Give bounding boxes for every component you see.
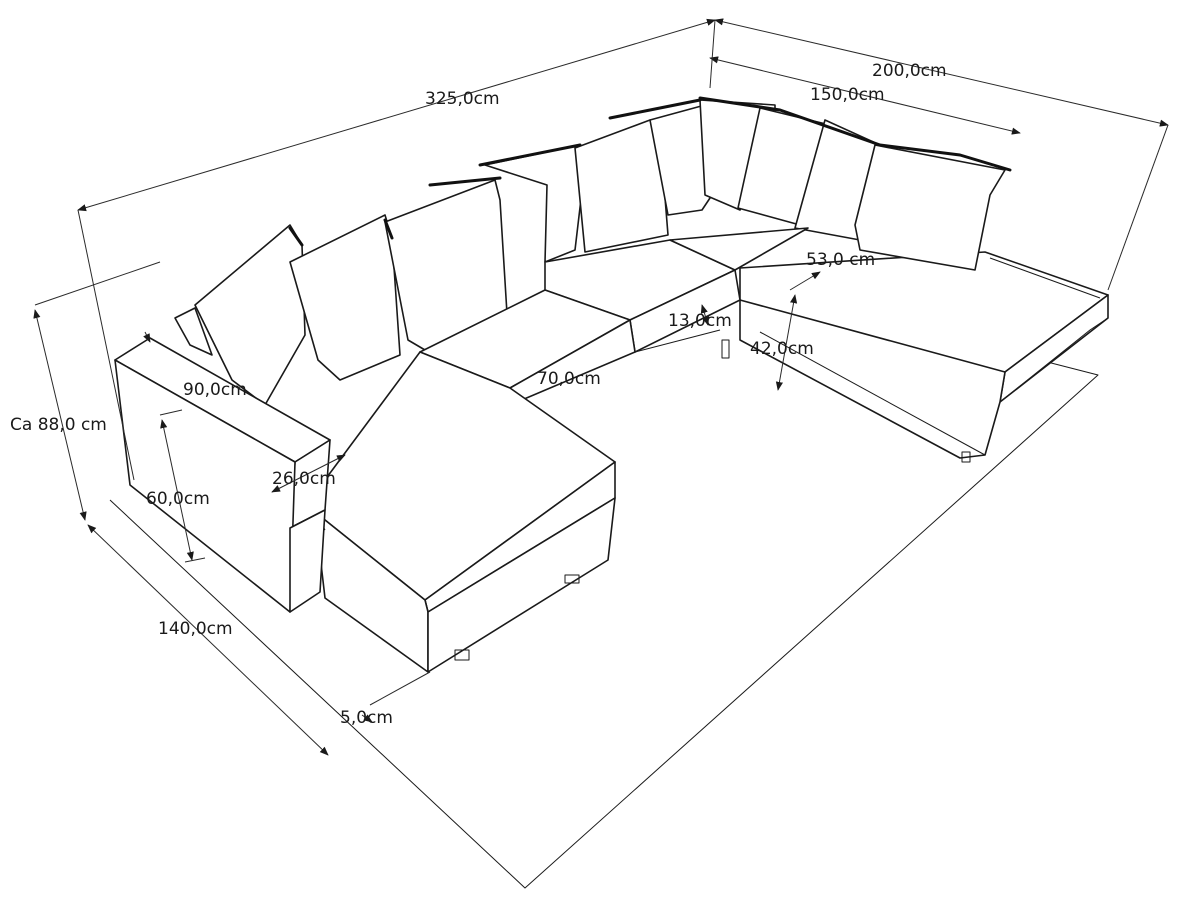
middle-seats bbox=[419, 227, 809, 441]
label-armrest-width: 26,0cm bbox=[272, 469, 336, 489]
label-armrest-height: 60,0cm bbox=[146, 489, 210, 509]
label-seat-depth: 70,0cm bbox=[537, 369, 601, 389]
left-chaise bbox=[309, 351, 616, 673]
label-total-length: 325,0cm bbox=[425, 89, 500, 109]
dimension-labels: 325,0cm 200,0cm 150,0cm 53,0 cm 13,0cm 4… bbox=[10, 61, 947, 728]
label-drawer-height: 13,0cm bbox=[668, 311, 732, 331]
label-right-inner: 150,0cm bbox=[810, 85, 885, 105]
label-left-depth: 140,0cm bbox=[158, 619, 233, 639]
label-seat-height: 42,0cm bbox=[750, 339, 814, 359]
label-leg-height: 5,0cm bbox=[340, 708, 393, 728]
dimension-lines bbox=[33, 18, 1169, 756]
right-chaise bbox=[739, 251, 1109, 463]
label-seat-height-front: 53,0 cm bbox=[806, 250, 875, 270]
label-armrest-length: 90,0cm bbox=[183, 380, 247, 400]
label-total-height: Ca 88,0 cm bbox=[10, 415, 107, 435]
label-right-depth: 200,0cm bbox=[872, 61, 947, 81]
